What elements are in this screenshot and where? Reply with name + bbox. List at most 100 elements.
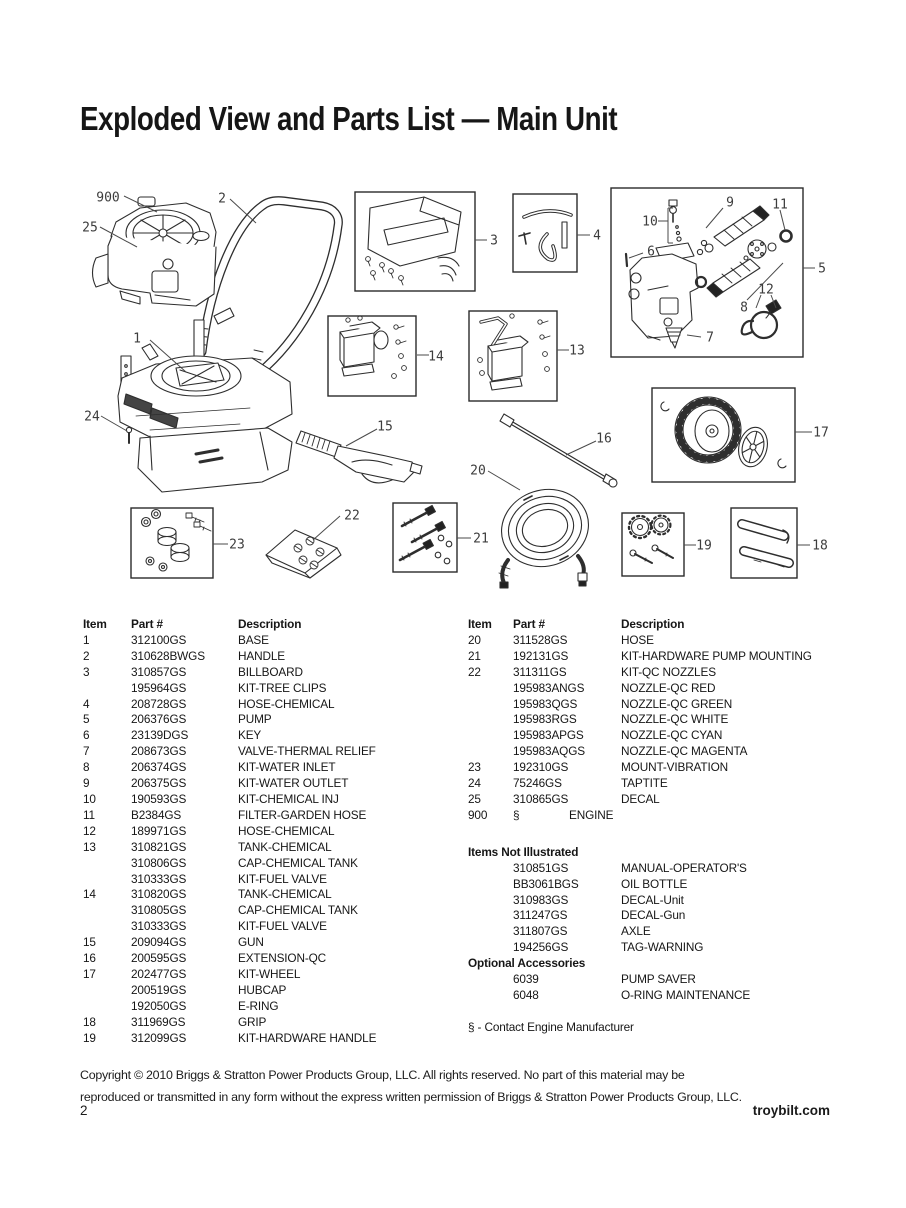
cell-desc: O-RING MAINTENANCE xyxy=(621,987,751,1002)
cell-desc: KIT-FUEL VALVE xyxy=(238,871,327,886)
cell-part: 190593GS xyxy=(131,791,187,806)
tank13-art xyxy=(477,313,551,391)
cell-part: 310806GS xyxy=(131,855,187,870)
wheel-art xyxy=(660,396,787,469)
col-part: Part # xyxy=(513,617,545,631)
cell-desc: FILTER-GARDEN HOSE xyxy=(238,807,367,822)
cell-part: 310805GS xyxy=(131,903,187,918)
cell-part: 195964GS xyxy=(131,680,187,695)
callout-number: 8 xyxy=(740,301,748,316)
callout-number: 6 xyxy=(647,245,655,260)
cell-part: 310865GS xyxy=(513,791,569,806)
gun-art xyxy=(295,430,423,484)
cell-part: 195983APGS xyxy=(513,728,584,743)
cell-desc: HOSE xyxy=(621,632,654,647)
cell-part: 195983ANGS xyxy=(513,680,585,695)
cell-desc: MANUAL-OPERATOR'S xyxy=(621,860,747,875)
cell-part: 208728GS xyxy=(131,696,187,711)
callout-number: 23 xyxy=(229,538,245,553)
cell-part: 194256GS xyxy=(513,940,569,955)
cell-desc: NOZZLE-QC RED xyxy=(621,680,716,695)
cell-part: 189971GS xyxy=(131,823,187,838)
website-link[interactable]: troybilt.com xyxy=(752,1103,830,1118)
page-number: 2 xyxy=(80,1103,88,1118)
cell-item: 900 xyxy=(468,807,488,822)
pump-art xyxy=(624,199,793,349)
cell-item xyxy=(468,681,513,697)
cell-item xyxy=(468,924,513,940)
cell-item: 11 xyxy=(83,807,95,822)
cell-desc: CAP-CHEMICAL TANK xyxy=(238,903,358,918)
cell-desc: HANDLE xyxy=(238,648,285,663)
handle-art xyxy=(196,196,343,378)
billboard-art xyxy=(365,196,462,286)
optional-accessories-heading: Optional Accessories xyxy=(468,956,586,971)
cell-desc: BASE xyxy=(238,632,269,647)
cell-item: 2 xyxy=(83,648,90,663)
cell-item xyxy=(83,856,131,872)
cell-item: 24 xyxy=(468,776,481,791)
cell-part: 195983QGS xyxy=(513,696,578,711)
cell-item xyxy=(468,712,513,728)
cell-desc: DECAL-Gun xyxy=(621,908,686,923)
cell-part: 6048 xyxy=(513,987,539,1002)
callout-number: 10 xyxy=(642,215,658,230)
cell-item xyxy=(468,972,513,988)
cell-item: 1 xyxy=(83,632,90,647)
cell-part: 209094GS xyxy=(131,935,187,950)
cell-desc: AXLE xyxy=(621,924,651,939)
cell-desc: ENGINE xyxy=(569,807,614,822)
table-row: 194256GS TAG-WARNING xyxy=(468,940,843,956)
cell-item: 6 xyxy=(83,728,90,743)
cell-desc: DECAL-Unit xyxy=(621,892,684,907)
cell-desc: KEY xyxy=(238,728,262,743)
cell-part: 311528GS xyxy=(513,632,568,647)
cell-part: 200595GS xyxy=(131,951,187,966)
cell-item: 21 xyxy=(468,648,481,663)
cell-item: 19 xyxy=(83,1030,96,1045)
cell-item: 7 xyxy=(83,744,90,759)
callout-leader-line xyxy=(705,207,724,229)
cell-part: 310333GS xyxy=(131,919,187,934)
cell-desc: GRIP xyxy=(238,1014,267,1029)
callout-leader-line xyxy=(312,515,341,541)
table-header: Item Part # Description xyxy=(468,617,843,633)
cell-desc: KIT-HARDWARE PUMP MOUNTING xyxy=(621,648,812,663)
table-header: Item Part # Description xyxy=(83,617,428,633)
cell-desc: MOUNT-VIBRATION xyxy=(621,760,728,775)
cell-item xyxy=(468,861,513,877)
cell-desc: DECAL xyxy=(621,791,660,806)
cell-part: 310820GS xyxy=(131,887,187,902)
table-row: 6048 O-RING MAINTENANCE xyxy=(468,988,843,1004)
callout-number: 14 xyxy=(428,350,444,365)
callout-leader-line xyxy=(123,195,158,213)
callout-number: 11 xyxy=(772,198,788,213)
cell-item xyxy=(468,744,513,760)
cell-item: 15 xyxy=(83,935,96,950)
cell-desc: TAG-WARNING xyxy=(621,940,704,955)
cell-item: 10 xyxy=(83,791,96,806)
part-group-box xyxy=(130,507,214,579)
hose-art xyxy=(498,488,590,589)
callout-number: 3 xyxy=(490,234,498,249)
cell-item: 12 xyxy=(83,823,96,838)
cell-part: 75246GS xyxy=(513,776,562,791)
part-group-box xyxy=(512,193,578,273)
cell-item xyxy=(83,903,131,919)
callout-leader-line xyxy=(686,334,702,338)
cell-part: 311969GS xyxy=(131,1014,186,1029)
